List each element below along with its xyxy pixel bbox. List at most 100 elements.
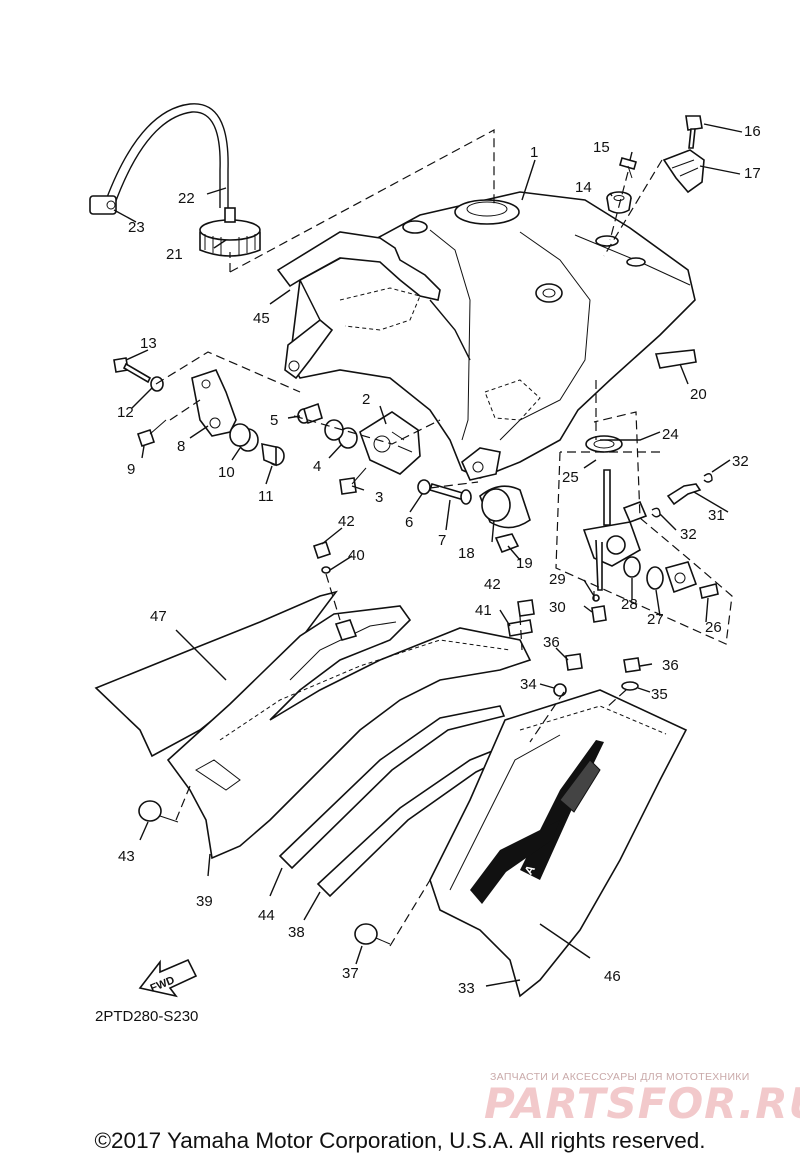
damper-pad-20: [654, 349, 697, 369]
copyright-notice: ©2017 Yamaha Motor Corporation, U.S.A. A…: [94, 1128, 706, 1153]
collar-5: [297, 402, 323, 425]
assembly-lines: [155, 128, 663, 947]
callout-45: 45: [253, 310, 270, 327]
holder-17: [662, 149, 705, 194]
bolt-36a: [565, 653, 583, 671]
callout-4: 4: [313, 458, 321, 475]
callout-9: 9: [127, 461, 135, 478]
collar-11: [261, 442, 285, 467]
clip-32b: [651, 507, 661, 518]
grommet-35: [621, 681, 639, 691]
callout-44: 44: [258, 907, 275, 924]
strainer-18: [479, 485, 531, 529]
callout-1: 1: [530, 144, 538, 161]
callout-11: 11: [258, 488, 274, 505]
screw-15: [619, 157, 637, 179]
leader-lines: [113, 123, 743, 987]
watermark-logo: PARTSFOR.RU: [484, 1079, 800, 1128]
callout-47: 47: [150, 608, 167, 625]
screw-37: [354, 923, 391, 945]
cover-26-area: [664, 561, 719, 599]
callout-6: 6: [405, 514, 413, 531]
callout-27: 27: [647, 611, 664, 628]
clip-32a: [703, 473, 713, 483]
breather-hose: [105, 103, 229, 208]
callout-5: 5: [270, 412, 278, 429]
callout-39: 39: [196, 893, 213, 910]
tank-bracket: [276, 231, 471, 380]
clamp-19: [494, 533, 520, 554]
callout-10: 10: [218, 464, 235, 481]
callout-14: 14: [575, 179, 592, 196]
damper-4: [324, 419, 358, 449]
callout-15: 15: [593, 139, 610, 156]
callout-12: 12: [117, 404, 134, 421]
callout-26: 26: [705, 619, 722, 636]
callout-3: 3: [375, 489, 383, 506]
fuel-cock-assembly: [582, 435, 648, 591]
bolt-16: [685, 115, 703, 149]
fwd-arrow-icon: FWD: [138, 958, 198, 998]
callout-42b: 42: [484, 576, 501, 593]
callout-25: 25: [562, 469, 579, 486]
callout-31: 31: [708, 507, 725, 524]
collar-34: [553, 683, 567, 697]
washer-6: [417, 479, 431, 495]
callout-37: 37: [342, 965, 359, 982]
callout-46: 46: [604, 968, 621, 985]
callout-19: 19: [516, 555, 533, 572]
callout-42a: 42: [338, 513, 355, 530]
callout-8: 8: [177, 438, 185, 455]
callout-18: 18: [458, 545, 475, 562]
callout-35: 35: [651, 686, 668, 703]
callout-13: 13: [140, 335, 157, 352]
callout-43: 43: [118, 848, 135, 865]
fuel-cap: [199, 207, 261, 257]
damper-10: [229, 423, 259, 452]
watermark-tagline: ЗАПЧАСТИ И АКСЕССУАРЫ ДЛЯ МОТОТЕХНИКИ: [490, 1071, 750, 1083]
callout-30: 30: [549, 599, 566, 616]
callout-38: 38: [288, 924, 305, 941]
gasket-27: [646, 566, 664, 590]
bolt-42a: [312, 540, 332, 574]
screw-30: [591, 605, 607, 623]
o-ring-28: [623, 556, 641, 578]
callout-24: 24: [662, 426, 679, 443]
callout-29: 29: [549, 571, 566, 588]
diagram-reference-code: 2PTD280-S230: [95, 1008, 199, 1025]
callout-16: 16: [744, 123, 761, 140]
fuel-cock-group-outline: [555, 411, 733, 645]
bolt-3: [339, 467, 367, 495]
bolt-42b: [517, 599, 535, 617]
callout-numbers: 1 2 3 4 5 6 7 8 9 10 11 12 13 14 15 16 1…: [117, 123, 761, 997]
callout-33: 33: [458, 980, 475, 997]
decal-strip-44: [278, 705, 506, 870]
callout-36a: 36: [543, 634, 560, 651]
bolt-7: [428, 483, 472, 505]
callout-32b: 32: [680, 526, 697, 543]
callout-34: 34: [520, 676, 537, 693]
callout-21: 21: [166, 246, 183, 263]
hose-clamp: [89, 195, 117, 215]
callout-41: 41: [475, 602, 492, 619]
callout-23: 23: [128, 219, 145, 236]
callout-36b: 36: [662, 657, 679, 674]
grommet-41: [507, 619, 533, 637]
callout-20: 20: [690, 386, 707, 403]
callout-22: 22: [178, 190, 195, 207]
nut-insert: [334, 619, 358, 641]
bolt-9: [136, 419, 167, 448]
callout-28: 28: [621, 596, 638, 613]
bracket-8: [191, 369, 237, 437]
right-shroud-33: [429, 689, 688, 998]
bolt-13: [113, 357, 152, 384]
callout-32a: 32: [732, 453, 749, 470]
fuel-hose-31: [666, 483, 702, 506]
bolt-36b: [623, 657, 641, 673]
callout-17: 17: [744, 165, 761, 182]
callout-2: 2: [362, 391, 370, 408]
callout-7: 7: [438, 532, 446, 549]
screw-43: [138, 800, 179, 823]
callout-40: 40: [348, 547, 365, 564]
